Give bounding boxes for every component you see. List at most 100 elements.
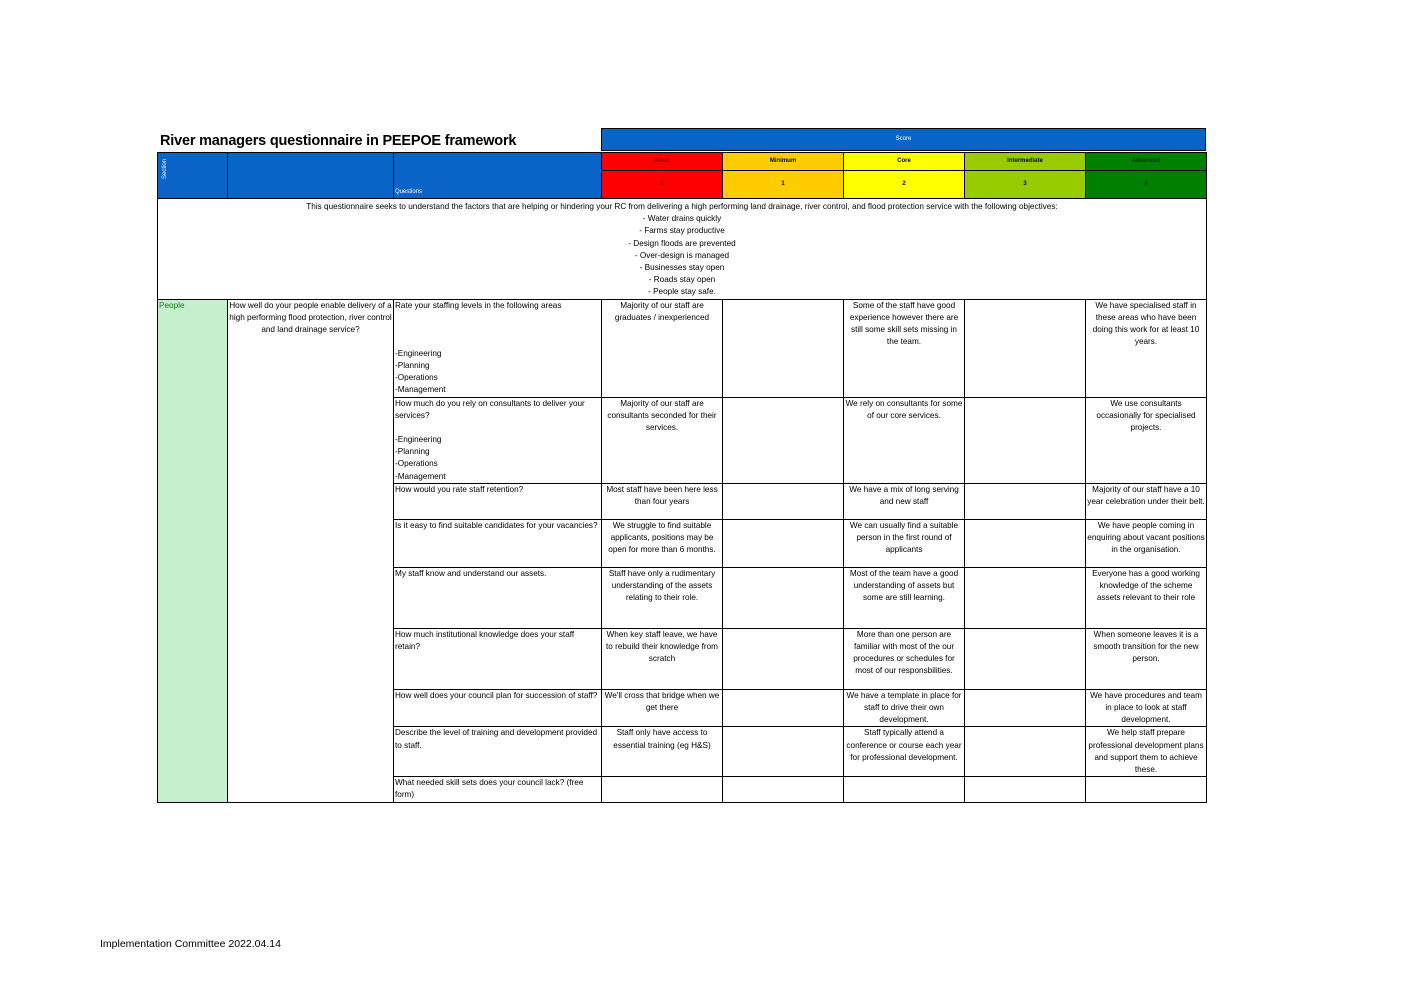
answer-advanced-cell: We help staff prepare professional devel…: [1085, 726, 1207, 778]
level-intermediate-score: 3: [964, 170, 1086, 199]
questionnaire-table: Section Questions Basic Minimum Core Int…: [157, 152, 1207, 803]
question-subitem: -Operations: [395, 373, 438, 383]
answer-basic-cell: Majority of our staff are graduates / in…: [601, 298, 723, 398]
answer-minimum-cell: [722, 688, 844, 728]
question-text: Describe the level of training and devel…: [395, 728, 598, 750]
answer-intermediate-cell: [964, 396, 1086, 484]
page-title: River managers questionnaire in PEEPOE f…: [160, 133, 517, 149]
question-cell: What needed skill sets does your council…: [393, 776, 602, 803]
objective-item: - People stay safe.: [648, 287, 716, 297]
answer-core-cell: We rely on consultants for some of our c…: [843, 396, 965, 484]
questions-header: Questions: [393, 152, 602, 199]
objective-item: - Design floods are prevented: [628, 238, 736, 248]
answer-intermediate-cell: [964, 566, 1086, 629]
answer-advanced-cell: When someone leaves it is a smooth trans…: [1085, 627, 1207, 690]
answer-minimum-cell: [722, 776, 844, 803]
level-basic-score: 0: [601, 170, 723, 199]
answer-intermediate-cell: [964, 298, 1086, 398]
objective-item: - Farms stay productive: [639, 226, 725, 236]
objective-item: - Businesses stay open: [639, 263, 725, 273]
answer-minimum-cell: [722, 726, 844, 778]
question-subitem: -Planning: [395, 361, 430, 371]
answer-basic-cell: Most staff have been here less than four…: [601, 482, 723, 520]
question-cell: Rate your staffing levels in the followi…: [393, 298, 602, 398]
question-cell: How much institutional knowledge does yo…: [393, 627, 602, 690]
table-row: What needed skill sets does your council…: [158, 776, 1207, 803]
level-core-label: Core: [843, 152, 965, 171]
answer-core-cell: [843, 776, 965, 803]
level-basic-label: Basic: [601, 152, 723, 171]
question-text: How would you rate staff retention?: [395, 484, 524, 494]
answer-basic-cell: Majority of our staff are consultants se…: [601, 396, 723, 484]
answer-core-cell: More than one person are familiar with m…: [843, 627, 965, 690]
question-text: How well does your council plan for succ…: [395, 690, 598, 700]
objective-item: - Over-design is managed: [634, 250, 730, 260]
answer-intermediate-cell: [964, 726, 1086, 778]
answer-advanced-cell: [1085, 776, 1207, 803]
question-text: How much do you rely on consultants to d…: [395, 398, 585, 420]
section-header: Section: [157, 152, 228, 199]
answer-minimum-cell: [722, 396, 844, 484]
answer-basic-cell: Staff only have access to essential trai…: [601, 726, 723, 778]
question-subitem: -Operations: [395, 459, 438, 469]
answer-intermediate-cell: [964, 627, 1086, 690]
answer-core-cell: Some of the staff have good experience h…: [843, 298, 965, 398]
question-cell: How much do you rely on consultants to d…: [393, 396, 602, 484]
score-header: Score: [601, 128, 1206, 151]
answer-basic-cell: We struggle to find suitable applicants,…: [601, 518, 723, 568]
question-cell: How would you rate staff retention?: [393, 482, 602, 520]
answer-intermediate-cell: [964, 482, 1086, 520]
answer-basic-cell: Staff have only a rudimentary understand…: [601, 566, 723, 629]
answer-advanced-cell: We have people coming in enquiring about…: [1085, 518, 1207, 568]
answer-minimum-cell: [722, 518, 844, 568]
answer-core-cell: We can usually find a suitable person in…: [843, 518, 965, 568]
level-minimum-score: 1: [722, 170, 844, 199]
level-core-score: 2: [843, 170, 965, 199]
answer-core-cell: Most of the team have a good understandi…: [843, 566, 965, 629]
answer-basic-cell: We'll cross that bridge when we get ther…: [601, 688, 723, 728]
question-cell: How well does your council plan for succ…: [393, 688, 602, 728]
answer-advanced-cell: We have specialised staff in these areas…: [1085, 298, 1207, 398]
section-question-header: [227, 152, 394, 199]
answer-core-cell: We have a mix of long serving and new st…: [843, 482, 965, 520]
answer-core-cell: Staff typically attend a conference or c…: [843, 726, 965, 778]
intro-text: This questionnaire seeks to understand t…: [306, 202, 1058, 211]
answer-basic-cell: When key staff leave, we have to rebuild…: [601, 627, 723, 690]
answer-intermediate-cell: [964, 688, 1086, 728]
table-row: How much institutional knowledge does yo…: [158, 627, 1207, 690]
section-question-cell: How well do your people enable delivery …: [227, 298, 394, 803]
objective-item: - Roads stay open: [648, 275, 716, 285]
table-row: Is it easy to find suitable candidates f…: [158, 518, 1207, 568]
level-minimum-label: Minimum: [722, 152, 844, 171]
question-subitem: -Planning: [395, 447, 430, 457]
answer-minimum-cell: [722, 627, 844, 690]
answer-intermediate-cell: [964, 518, 1086, 568]
question-text: How much institutional knowledge does yo…: [395, 629, 575, 652]
answer-minimum-cell: [722, 298, 844, 398]
question-text: Is it easy to find suitable candidates f…: [395, 520, 598, 530]
level-advanced-label: Advanced: [1085, 152, 1207, 171]
question-cell: Is it easy to find suitable candidates f…: [393, 518, 602, 568]
question-cell: My staff know and understand our assets.: [393, 566, 602, 629]
level-intermediate-label: Intermediate: [964, 152, 1086, 171]
answer-advanced-cell: We use consultants occasionally for spec…: [1085, 396, 1207, 484]
question-subitem: -Engineering: [395, 435, 442, 445]
level-advanced-score: 4: [1085, 170, 1207, 199]
answer-advanced-cell: Majority of our staff have a 10 year cel…: [1085, 482, 1207, 520]
answer-minimum-cell: [722, 566, 844, 629]
table-row: How much do you rely on consultants to d…: [158, 396, 1207, 484]
question-subitem: -Engineering: [395, 348, 442, 358]
table-row: My staff know and understand our assets.…: [158, 566, 1207, 629]
question-text: Rate your staffing levels in the followi…: [395, 300, 562, 310]
question-text: What needed skill sets does your council…: [395, 778, 584, 800]
question-text: My staff know and understand our assets.: [395, 568, 547, 578]
answer-advanced-cell: Everyone has a good working knowledge of…: [1085, 566, 1207, 629]
answer-core-cell: We have a template in place for staff to…: [843, 688, 965, 728]
answer-minimum-cell: [722, 482, 844, 520]
answer-basic-cell: [601, 776, 723, 803]
footer-text: Implementation Committee 2022.04.14: [100, 938, 281, 950]
answer-advanced-cell: We have procedures and team in place to …: [1085, 688, 1207, 728]
intro-block: This questionnaire seeks to understand t…: [157, 198, 1207, 300]
question-subitem: -Management: [395, 471, 446, 481]
